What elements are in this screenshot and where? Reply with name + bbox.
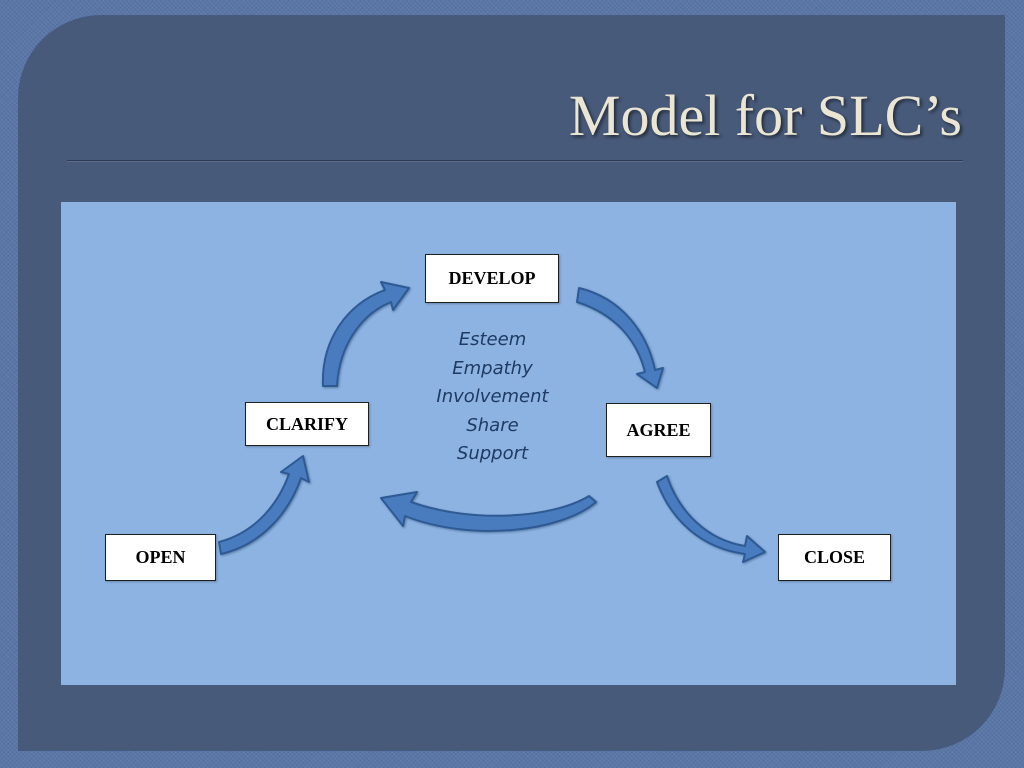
stage-develop-box: DEVELOP bbox=[425, 254, 559, 303]
arrow-develop-to-agree bbox=[576, 287, 664, 389]
center-word-involvement: Involvement bbox=[436, 386, 549, 407]
title-divider bbox=[67, 160, 963, 161]
arrow-open-to-clarify bbox=[218, 455, 310, 555]
center-word-empathy: Empathy bbox=[452, 357, 533, 379]
cycle-diagram: DEVELOP CLARIFY AGREE OPEN CLOSE Esteem … bbox=[61, 202, 956, 685]
arrow-agree-to-close bbox=[656, 475, 766, 563]
center-word-share: Share bbox=[466, 414, 519, 436]
arrow-layer bbox=[218, 281, 766, 563]
center-word-esteem: Esteem bbox=[458, 329, 527, 350]
slide-title: Model for SLC’s bbox=[568, 83, 962, 148]
arrow-return-loop bbox=[380, 491, 597, 532]
stage-open-box: OPEN bbox=[105, 534, 216, 581]
center-word-support: Support bbox=[456, 443, 529, 464]
arrow-clarify-to-develop bbox=[321, 281, 410, 387]
stage-close-box: CLOSE bbox=[778, 534, 891, 581]
stage-clarify-box: CLARIFY bbox=[245, 402, 369, 446]
center-values-list: Esteem Empathy Involvement Share Support bbox=[405, 326, 580, 469]
stage-agree-box: AGREE bbox=[606, 403, 711, 457]
